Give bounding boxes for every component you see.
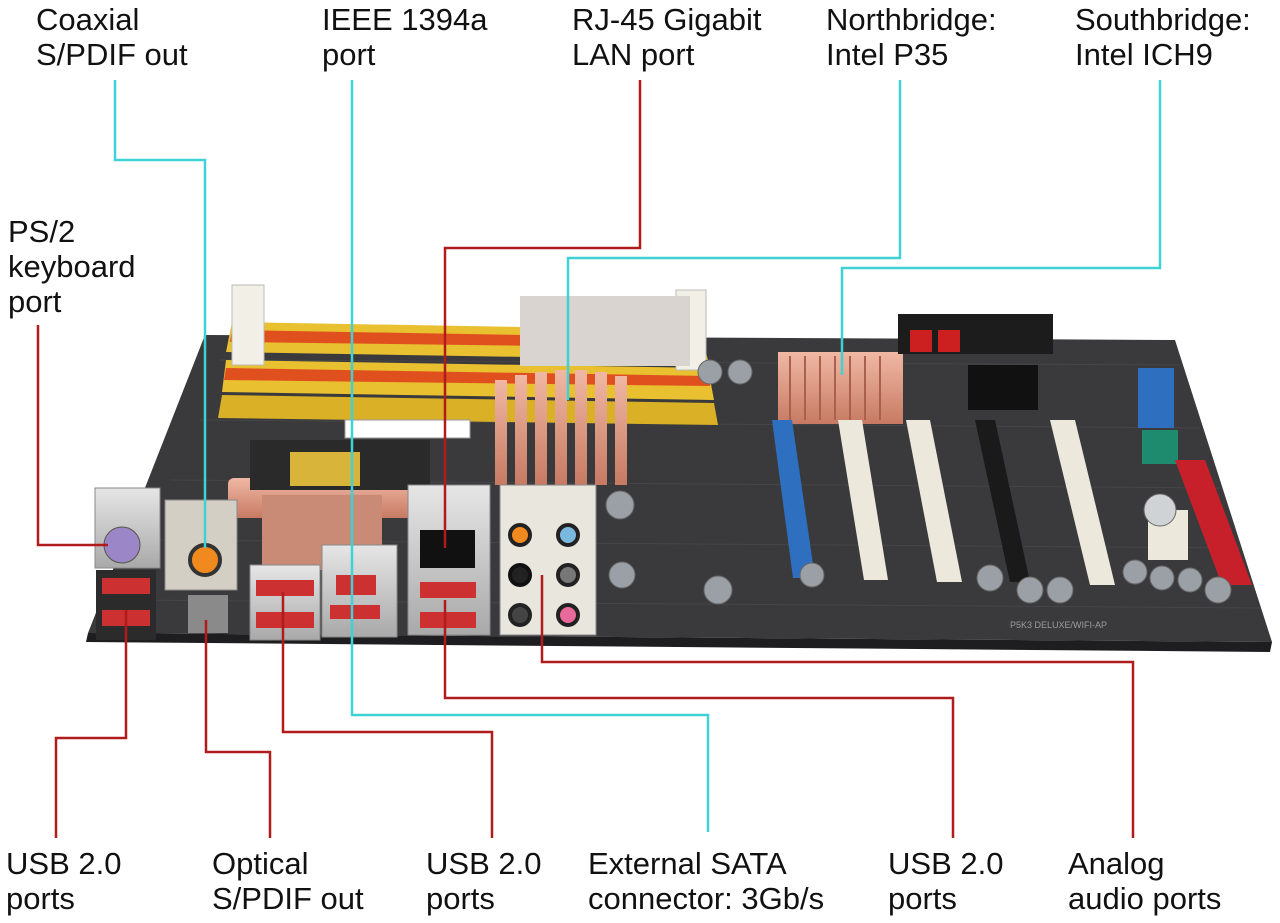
leader-rj45 xyxy=(443,80,642,548)
label-usb-ports-2: USB 2.0 ports xyxy=(426,846,542,916)
leader-northbridge xyxy=(566,80,902,400)
label-external-sata: External SATA connector: 3Gb/s xyxy=(588,846,825,916)
leader-coaxial xyxy=(113,80,207,548)
label-usb-ports-1: USB 2.0 ports xyxy=(6,846,122,916)
label-analog-audio: Analog audio ports xyxy=(1068,846,1222,916)
leader-ps2 xyxy=(36,325,108,547)
leader-usb3 xyxy=(443,600,955,838)
leader-lines xyxy=(36,80,1162,838)
cpu-socket xyxy=(250,419,471,490)
leader-usb1 xyxy=(54,610,128,838)
label-northbridge: Northbridge: Intel P35 xyxy=(826,2,997,72)
copper-heatsinks xyxy=(228,296,903,570)
leader-analog xyxy=(540,575,1135,838)
label-ieee1394a: IEEE 1394a port xyxy=(322,2,488,72)
leader-ieee1394 xyxy=(350,80,710,832)
leader-optical xyxy=(204,620,272,838)
label-usb-ports-3: USB 2.0 ports xyxy=(888,846,1004,916)
leader-southbridge xyxy=(840,80,1162,375)
label-optical-spdif: Optical S/PDIF out xyxy=(212,846,364,916)
label-ps2-keyboard: PS/2 keyboard port xyxy=(8,214,136,319)
capacitors xyxy=(605,359,1232,605)
leader-usb2 xyxy=(281,592,494,838)
label-rj45: RJ-45 Gigabit LAN port xyxy=(572,2,762,72)
board-marking: P5K3 DELUXE/WIFI-AP xyxy=(1010,620,1107,630)
label-southbridge: Southbridge: Intel ICH9 xyxy=(1075,2,1251,72)
label-coaxial-spdif: Coaxial S/PDIF out xyxy=(36,2,188,72)
